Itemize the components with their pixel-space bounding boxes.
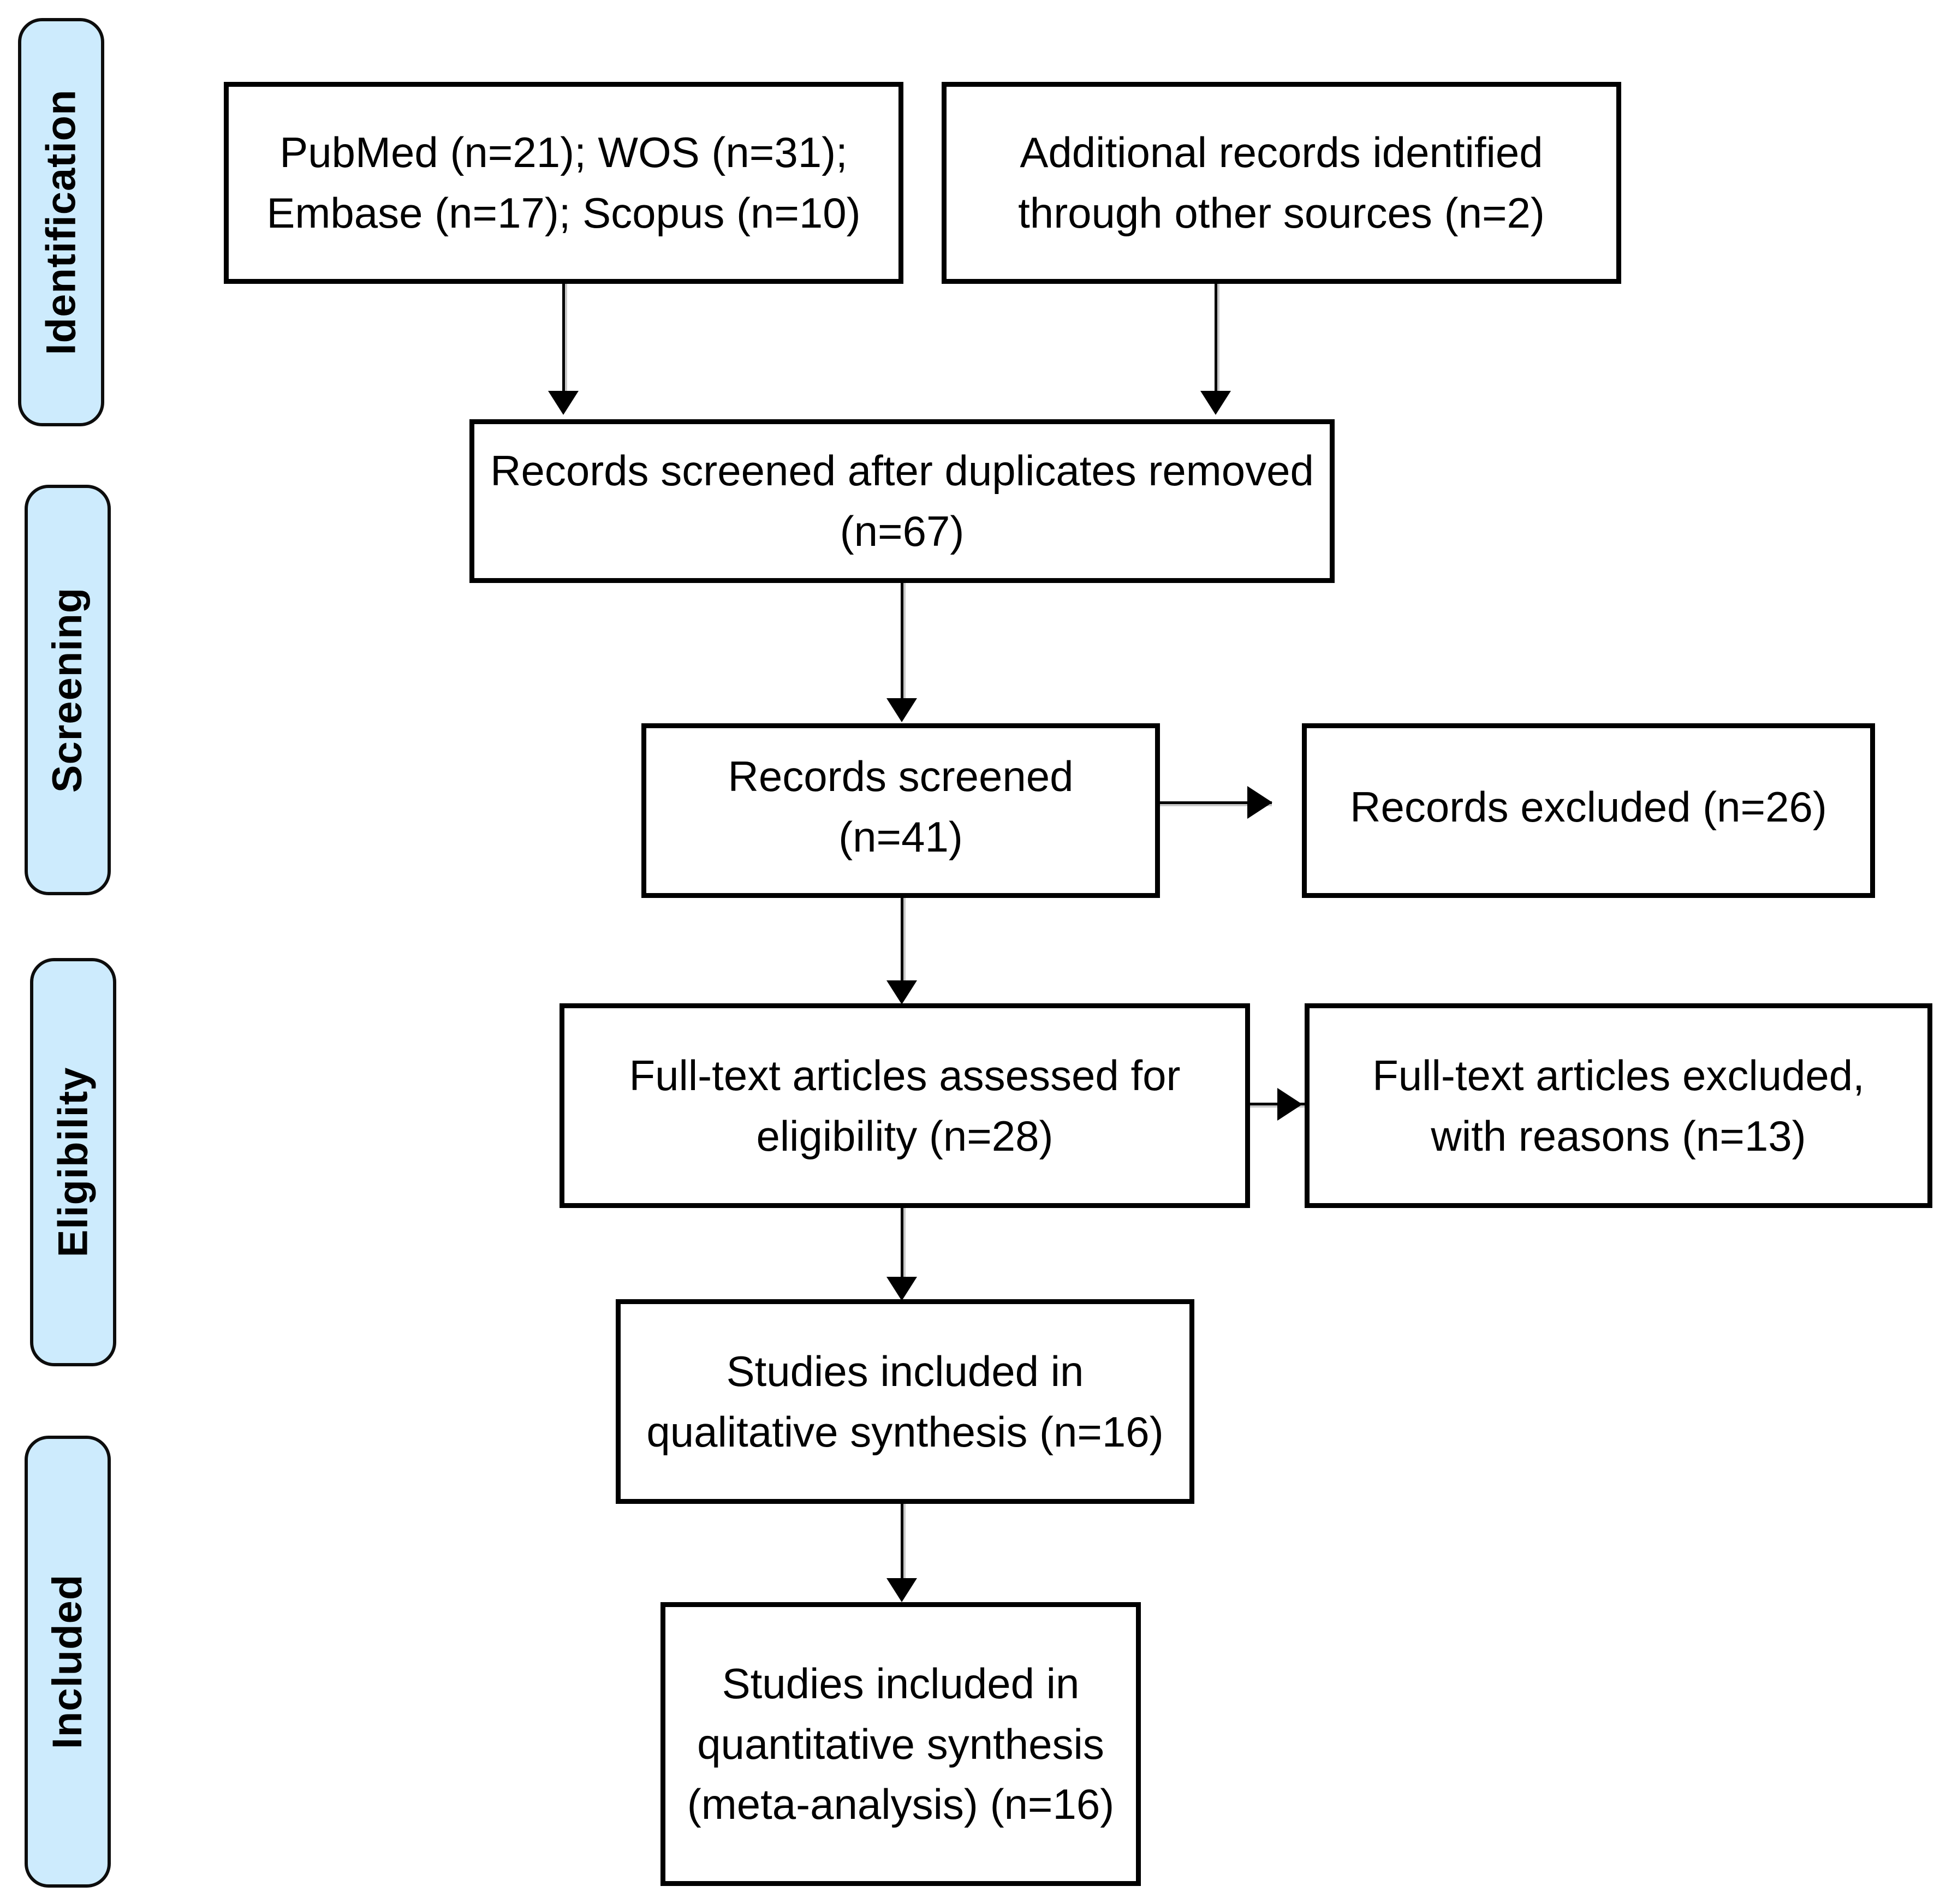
box-qualitative-synthesis: Studies included in qualitative synthesi… <box>616 1299 1194 1504</box>
box-qualitative-synthesis-text: Studies included in qualitative synthesi… <box>646 1347 1164 1456</box>
stage-label-included-text: Included <box>44 1574 91 1750</box>
connector-duplicates-to-screened <box>901 583 906 700</box>
box-quantitative-synthesis-text: Studies included in quantitative synthes… <box>687 1659 1115 1829</box>
arrow-screened-to-fulltext <box>886 980 917 1004</box>
arrow-fulltext-to-qualitative <box>886 1277 917 1301</box>
box-records-excluded: Records excluded (n=26) <box>1302 723 1875 898</box>
arrow-databases-to-duplicates <box>548 391 579 415</box>
box-records-screened-text: Records screened (n=41) <box>728 752 1074 861</box>
connector-qualitative-to-quantitative <box>901 1504 906 1580</box>
arrow-screened-to-excluded <box>1247 786 1272 819</box>
box-records-after-duplicates: Records screened after duplicates remove… <box>469 419 1335 583</box>
connector-screened-to-fulltext <box>901 898 906 983</box>
arrow-fulltext-to-excluded <box>1277 1088 1302 1121</box>
box-fulltext-assessed: Full-text articles assessed for eligibil… <box>560 1003 1250 1208</box>
stage-label-identification-text: Identification <box>38 89 85 355</box>
box-database-records: PubMed (n=21); WOS (n=31); Embase (n=17)… <box>224 82 903 284</box>
box-fulltext-excluded-text: Full-text articles excluded, with reason… <box>1372 1051 1865 1160</box>
arrow-duplicates-to-screened <box>886 698 917 722</box>
connector-fulltext-to-qualitative <box>901 1208 906 1279</box>
connector-screened-to-excluded <box>1160 801 1272 806</box>
arrow-additional-to-duplicates <box>1200 391 1231 415</box>
box-fulltext-assessed-text: Full-text articles assessed for eligibil… <box>629 1051 1181 1160</box>
stage-label-identification: Identification <box>18 18 104 426</box>
box-records-screened: Records screened (n=41) <box>641 723 1160 898</box>
arrow-qualitative-to-quantitative <box>886 1578 917 1602</box>
box-quantitative-synthesis: Studies included in quantitative synthes… <box>660 1602 1141 1886</box>
stage-label-screening: Screening <box>25 485 111 895</box>
stage-label-included: Included <box>25 1436 111 1888</box>
connector-databases-to-duplicates <box>562 284 567 393</box>
stage-label-eligibility-text: Eligibility <box>50 1067 96 1258</box>
stage-label-eligibility: Eligibility <box>30 958 116 1366</box>
stage-label-screening-text: Screening <box>44 587 91 793</box>
box-records-after-duplicates-text: Records screened after duplicates remove… <box>490 447 1314 555</box>
connector-additional-to-duplicates <box>1215 284 1219 393</box>
box-records-excluded-text: Records excluded (n=26) <box>1350 782 1827 831</box>
box-fulltext-excluded: Full-text articles excluded, with reason… <box>1305 1003 1932 1208</box>
box-additional-records: Additional records identified through ot… <box>942 82 1621 284</box>
box-database-records-text: PubMed (n=21); WOS (n=31); Embase (n=17)… <box>266 128 861 237</box>
box-additional-records-text: Additional records identified through ot… <box>1018 128 1545 237</box>
